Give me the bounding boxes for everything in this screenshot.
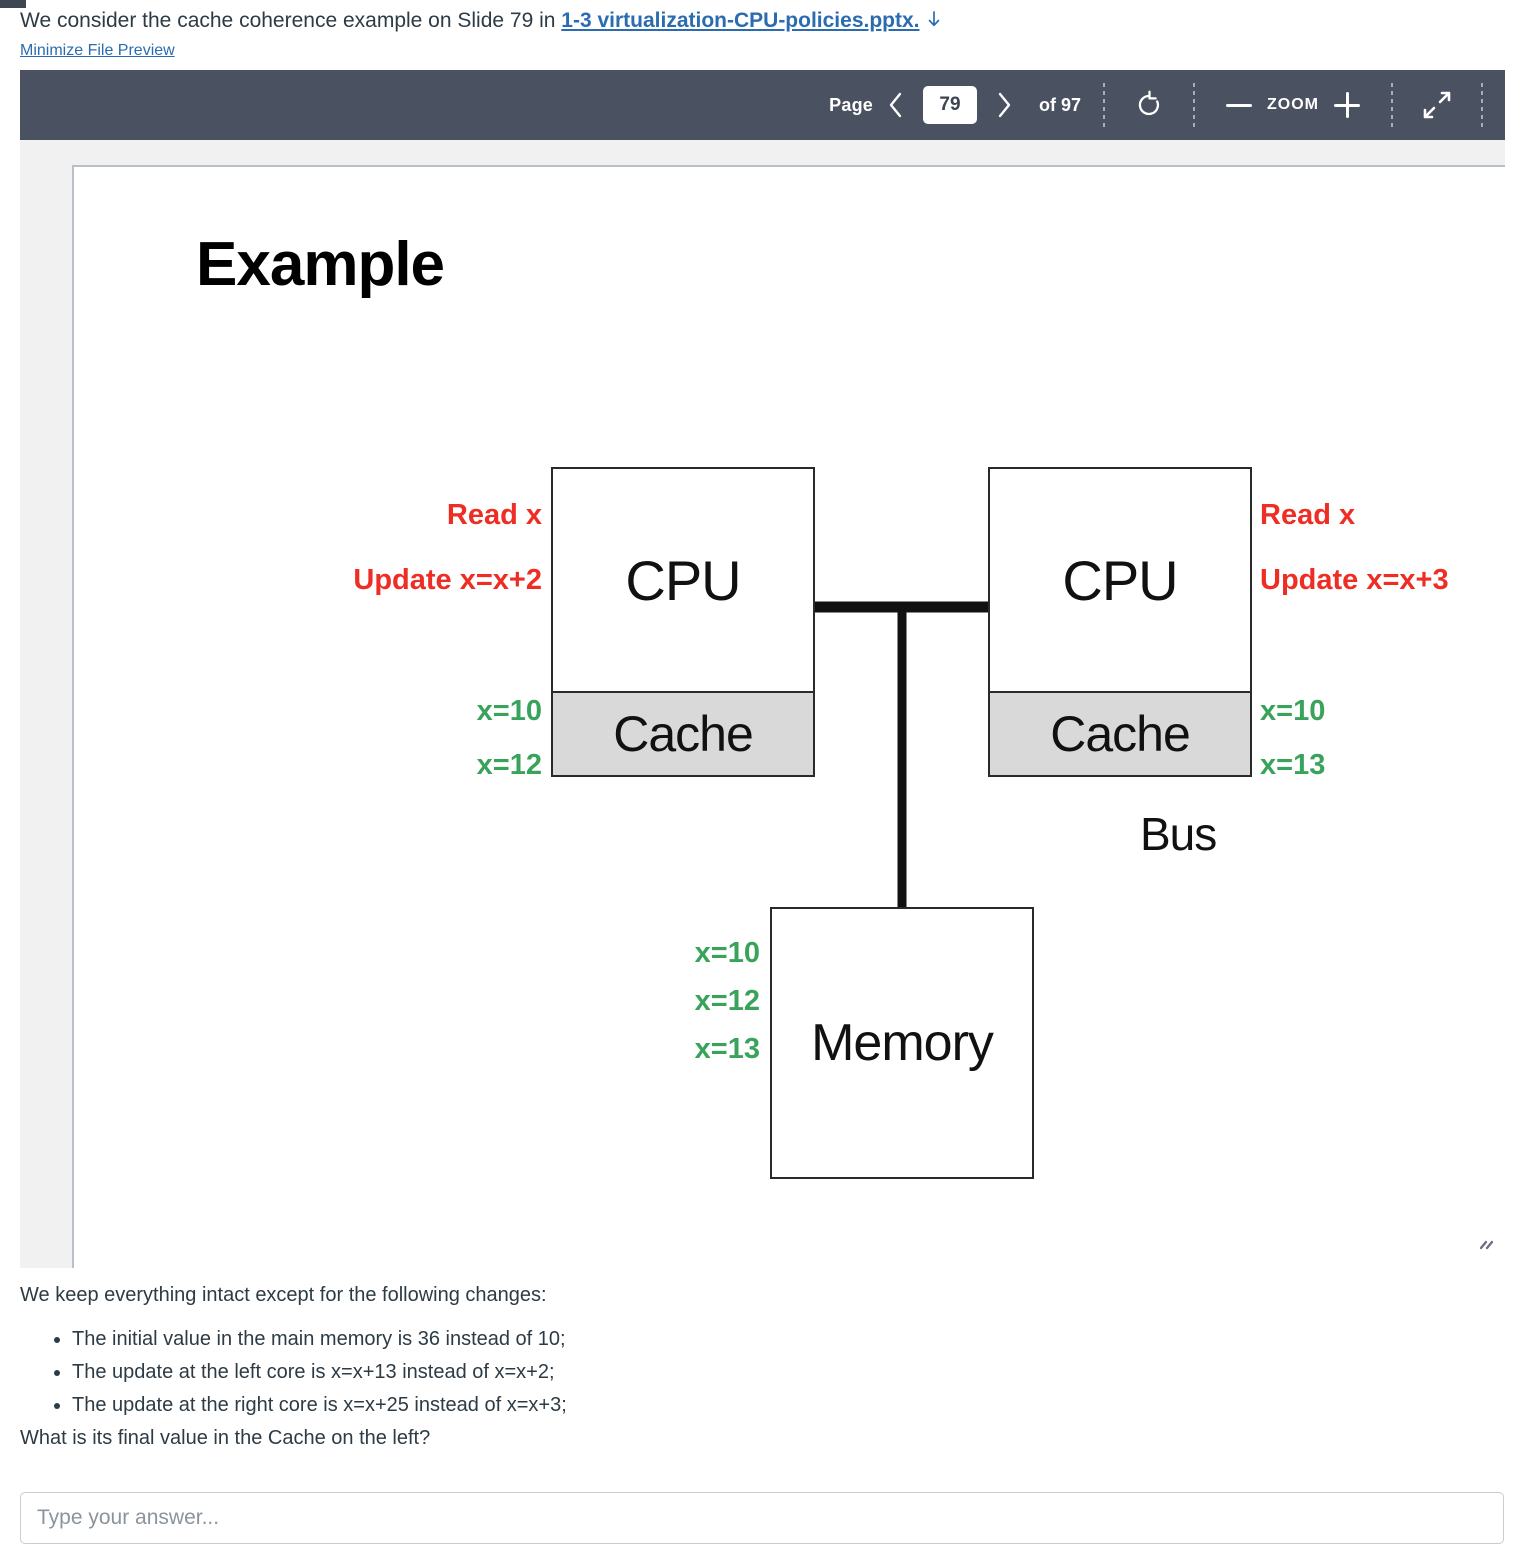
memory-value-3: x=13: [694, 1033, 760, 1065]
memory-value-1: x=10: [694, 937, 760, 969]
page-total-label: of 97: [1038, 94, 1081, 115]
intro-paragraph: We consider the cache coherence example …: [20, 6, 1120, 36]
memory-label: Memory: [811, 1014, 994, 1072]
slide-canvas: Example CPU Cache CPU: [72, 165, 1505, 1268]
slide-viewport[interactable]: Example CPU Cache CPU: [20, 140, 1505, 1268]
list-item: The initial value in the main memory is …: [72, 1324, 1500, 1354]
page-number-input[interactable]: 79: [922, 86, 977, 124]
minimize-file-preview-link[interactable]: Minimize File Preview: [20, 42, 175, 59]
memory-value-2: x=12: [694, 985, 760, 1017]
answer-input[interactable]: [20, 1492, 1504, 1544]
question-prompt: What is its final value in the Cache on …: [20, 1427, 431, 1449]
minus-icon: [1226, 103, 1252, 107]
right-cache-value-2: x=13: [1260, 749, 1326, 781]
prev-page-button[interactable]: [879, 88, 913, 122]
left-cache-value-1: x=10: [476, 695, 542, 727]
question-lead: We keep everything intact except for the…: [20, 1284, 547, 1306]
zoom-in-button[interactable]: [1325, 83, 1369, 127]
toolbar-divider-3: [1391, 83, 1393, 127]
cache-coherence-diagram: CPU Cache CPU Cache Read x Update x=x+2 …: [74, 167, 1505, 1268]
toolbar-divider-2: [1193, 83, 1195, 127]
top-left-dark-bar: [0, 0, 26, 8]
right-op-update: Update x=x+3: [1260, 564, 1449, 596]
left-core-block: CPU Cache: [551, 467, 815, 777]
toolbar-divider-4: [1481, 83, 1483, 127]
plus-icon: [1334, 92, 1360, 118]
right-op-read: Read x: [1260, 499, 1356, 531]
rotate-icon[interactable]: [1127, 83, 1171, 127]
preview-toolbar: Page 79 of 97 ZOOM: [20, 70, 1505, 140]
file-preview-panel: Page 79 of 97 ZOOM: [20, 70, 1505, 1268]
memory-block: Memory: [770, 907, 1034, 1179]
list-item: The update at the left core is x=x+13 in…: [72, 1357, 1500, 1387]
expand-diagonal-icon[interactable]: [1415, 83, 1459, 127]
toolbar-divider-1: [1103, 83, 1105, 127]
left-cache-label: Cache: [553, 691, 813, 775]
left-cache-value-2: x=12: [476, 749, 542, 781]
question-body: We keep everything intact except for the…: [20, 1280, 1500, 1453]
left-cpu-label: CPU: [625, 548, 741, 612]
zoom-out-button[interactable]: [1217, 83, 1261, 127]
bus-label: Bus: [1140, 808, 1217, 860]
right-cache-label: Cache: [990, 691, 1250, 775]
next-page-button[interactable]: [987, 88, 1021, 122]
download-arrow-icon[interactable]: [926, 9, 942, 29]
left-op-update: Update x=x+2: [353, 564, 542, 596]
intro-text: We consider the cache coherence example …: [20, 9, 562, 32]
zoom-label: ZOOM: [1267, 96, 1319, 113]
left-op-read: Read x: [446, 499, 542, 531]
right-cpu-label: CPU: [1062, 548, 1178, 612]
page-label: Page: [829, 94, 873, 115]
file-preview-link[interactable]: 1-3 virtualization-CPU-policies.pptx.: [561, 9, 920, 32]
right-cache-value-1: x=10: [1260, 695, 1326, 727]
changes-list: The initial value in the main memory is …: [20, 1324, 1500, 1420]
preview-resize-handle[interactable]: [1475, 1236, 1497, 1254]
right-core-block: CPU Cache: [988, 467, 1252, 777]
list-item: The update at the right core is x=x+25 i…: [72, 1390, 1500, 1420]
slide-title: Example: [196, 230, 445, 299]
page-navigation-group: Page 79 of 97: [829, 86, 1081, 124]
